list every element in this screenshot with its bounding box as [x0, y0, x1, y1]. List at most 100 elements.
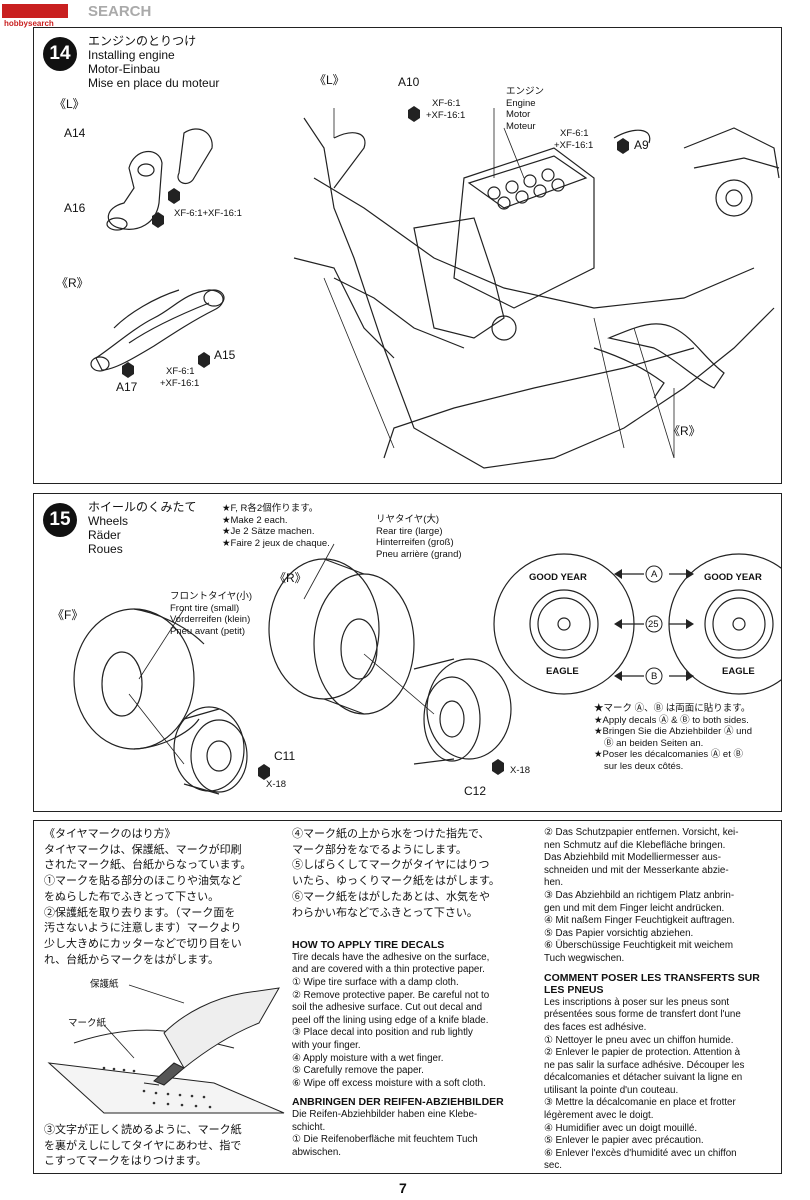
jp-line: わらかい布などでふきとって下さい。 [292, 906, 478, 919]
decal-a-marker: A [651, 569, 658, 580]
engine-label: エンジン Engine Motor Moteur [506, 86, 544, 132]
jp-line: を裏がえしにしてタイヤにあわせ、指で [44, 1139, 242, 1152]
decal-note-de-1: ★Bringen Sie die Abziehbilder Ⓐ und [594, 726, 752, 737]
jp-line: いたら、ゆっくりマーク紙をはがします。 [292, 875, 500, 888]
de-line: ④ Mit naßem Finger Feuchtigkeit auftrage… [544, 915, 735, 927]
illus-label-decal-paper: マーク紙 [68, 1018, 107, 1029]
wheels-illustration [73, 543, 781, 795]
label-a14: A14 [64, 126, 86, 140]
label-l-right: 《L》 [314, 73, 345, 87]
label-a15: A15 [214, 348, 236, 362]
en-line: with your finger. [292, 1039, 361, 1051]
note-de: ★Je 2 Sätze machen. [222, 526, 315, 537]
step-15-number: 15 [43, 503, 77, 537]
en-line: ① Wipe tire surface with a damp cloth. [292, 977, 459, 988]
jp-line: れ、台紙からマークをはがします。 [44, 953, 220, 966]
jp-line: をぬらした布でふきとって下さい。 [44, 890, 220, 903]
label-a10: A10 [398, 75, 420, 89]
jp-line: 汚さないように注意します）マークより [44, 922, 242, 935]
en-heading: HOW TO APPLY TIRE DECALS [292, 939, 445, 952]
fr-line: ⑤ Enlever le papier avec précaution. [544, 1135, 704, 1147]
fr-line: ③ Mettre la décalcomanie en place et fro… [544, 1097, 736, 1109]
rear-tire-en: Rear tire (large) [376, 525, 443, 537]
title-fr: Mise en place du moteur [88, 76, 220, 90]
front-tire-de: Vorderreifen (klein) [170, 614, 251, 625]
instructions-col-3: ② Das Schutzpapier entfernen. Vorsicht, … [544, 827, 776, 1173]
rear-tire-label: リヤタイヤ(大) Rear tire (large) Hinterreifen … [376, 514, 462, 560]
logo-site-text: hobbysearch [4, 19, 54, 28]
decal-b-marker: B [651, 671, 658, 682]
title-jp: エンジンのとりつけ [88, 34, 197, 48]
fr-line: présentées sous forme de transfert dont … [544, 1009, 741, 1021]
fr-line: sec. [544, 1160, 562, 1172]
front-tire-en: Front tire (small) [170, 602, 240, 614]
tire-decal-instructions-panel: 《タイヤマークのはり方》 タイヤマークは、保護紙、マークが印刷 されたマーク紙、… [33, 820, 782, 1174]
de-heading: ANBRINGEN DER REIFEN-ABZIEHBILDER [292, 1096, 504, 1109]
title-jp: ホイールのくみたて [88, 500, 197, 514]
engine-jp: エンジン [506, 86, 545, 97]
engine-de: Motor [506, 109, 531, 120]
en-line: peel off the lining using edge of a knif… [292, 1014, 489, 1026]
paint-mix-a17-2: +XF-16:1 [160, 378, 200, 389]
paint-mix-a16: XF-6:1+XF-16:1 [174, 208, 242, 219]
de-line: Die Reifen-Abziehbilder haben eine Klebe… [292, 1108, 478, 1120]
instructions-jp-bottom: ③文字が正しく読めるように、マーク紙 を裏がえしにしてタイヤにあわせ、指で こす… [44, 1123, 280, 1170]
rear-tire-fr: Pneu arrière (grand) [376, 548, 462, 560]
en-line: ⑥ Wipe off excess moisture with a soft c… [292, 1077, 486, 1089]
note-en: ★Make 2 each. [222, 514, 288, 526]
title-de: Räder [88, 528, 121, 542]
fr-line: ④ Humidifier avec un doigt mouillé. [544, 1122, 698, 1134]
en-line: ③ Place decal into position and rub ligh… [292, 1027, 473, 1039]
goodyear-left: GOOD YEAR [529, 572, 587, 583]
note-fr: ★Faire 2 jeux de chaque. [222, 537, 330, 549]
decal-note-en: ★Apply decals Ⓐ & Ⓑ to both sides. [594, 714, 749, 726]
label-a16: A16 [64, 201, 86, 215]
fr-line: ⑥ Enlever l'excès d'humidité avec un chi… [544, 1147, 737, 1159]
fr-line: ne pas salir la surface adhésive. Découp… [544, 1059, 745, 1071]
decal-cutting-illustration [47, 984, 285, 1114]
jp-line: マーク部分をなでるようにします。 [292, 843, 467, 856]
en-line: and are covered with a thin protective p… [292, 964, 485, 976]
eagle-left: EAGLE [546, 666, 579, 677]
decal-notes: ★マーク Ⓐ、Ⓑ は両面に貼ります。 ★Apply decals Ⓐ & Ⓑ t… [594, 703, 752, 772]
logo-red-bar [2, 4, 68, 18]
paint-mix-a10-1: XF-6:1 [432, 98, 461, 109]
decal-25-marker: 25 [648, 619, 659, 630]
rear-tire-jp: リヤタイヤ(大) [376, 514, 440, 525]
title-en: Wheels [88, 514, 129, 528]
jp-line: こすってマークをはりつけます。 [44, 1155, 207, 1168]
jp-line: されたマーク紙、台紙からなっています。 [44, 859, 252, 872]
label-l-left: 《L》 [54, 97, 85, 111]
fr-line: légèrement avec le doigt. [544, 1110, 654, 1122]
instructions-col-2: ④マーク紙の上から水をつけた指先で、 マーク部分をなでるようにします。 ⑤しばら… [292, 827, 532, 1159]
label-r-left: 《R》 [56, 276, 89, 290]
en-line: Tire decals have the adhesive on the sur… [292, 951, 490, 963]
de-line: ⑥ Überschüssige Feuchtigkeit mit weichem [544, 940, 734, 952]
fr-line: des faces est adhésive. [544, 1021, 647, 1033]
de-line: gen und mit dem Finger leicht andrücken. [544, 902, 725, 914]
jp-line: ⑤しばらくしてマークがタイヤにはりつ [292, 859, 490, 872]
de-line: Tuch wegwischen. [544, 952, 625, 964]
step-14-title: エンジンのとりつけ Installing engine Motor-Einbau… [88, 34, 219, 90]
de-line: ① Die Reifenoberfläche mit feuchtem Tuch [292, 1134, 478, 1146]
de-line: schneiden und mit der Messerkante abzie- [544, 864, 729, 876]
decal-note-fr-1: ★Poser les décalcomanies Ⓐ et Ⓑ [594, 749, 743, 760]
label-a17: A17 [116, 380, 138, 394]
decal-note-fr-2: sur les deux côtés. [604, 760, 684, 772]
jp-line: タイヤマークは、保護紙、マークが印刷 [44, 843, 242, 856]
label-a9: A9 [634, 138, 649, 152]
label-r-right: 《R》 [668, 424, 701, 438]
fr-line: ② Enlever le papier de protection. Atten… [544, 1047, 741, 1059]
en-line: ⑤ Carefully remove the paper. [292, 1065, 424, 1077]
de-line: schicht. [292, 1121, 326, 1133]
front-tire-jp: フロントタイヤ(小) [170, 591, 253, 602]
instructions-jp-column: 《タイヤマークのはり方》 タイヤマークは、保護紙、マークが印刷 されたマーク紙、… [44, 827, 280, 968]
label-c11: C11 [274, 749, 296, 763]
paint-x18-c12: X-18 [510, 765, 531, 776]
make-count-notes: ★F, R各2個作ります。 ★Make 2 each. ★Je 2 Sätze … [222, 503, 330, 549]
step-15-title: ホイールのくみたて Wheels Räder Roues [88, 500, 196, 556]
jp-line: ③文字が正しく読めるように、マーク紙 [44, 1124, 242, 1136]
title-de: Motor-Einbau [88, 62, 161, 76]
fr-line: Les inscriptions à poser sur les pneus s… [544, 996, 730, 1008]
paint-mix-a9-1: XF-6:1 [560, 128, 589, 139]
